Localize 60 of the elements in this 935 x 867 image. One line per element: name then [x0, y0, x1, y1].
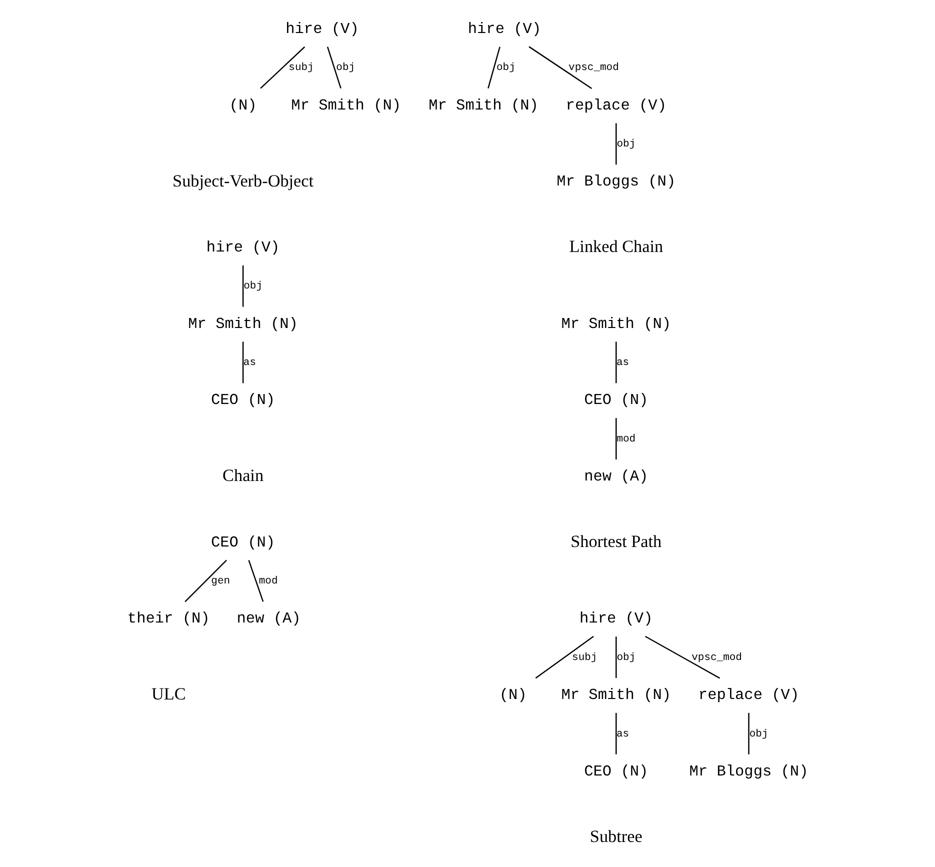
- edge-label: subj: [572, 652, 597, 664]
- edge-label: mod: [258, 576, 278, 588]
- edge-label: as: [616, 728, 629, 740]
- node-text: their (N): [126, 610, 210, 628]
- edge-label: obj: [496, 62, 515, 74]
- node-text: replace (V): [565, 96, 666, 114]
- edge-label: obj: [336, 62, 355, 74]
- node-text: Mr Smith (N): [560, 314, 671, 333]
- node-text: Mr Smith (N): [188, 314, 298, 333]
- connector: [528, 46, 592, 89]
- node-text: hire (V): [467, 20, 541, 38]
- connector: [326, 46, 341, 88]
- node-text: Mr Bloggs (N): [556, 172, 676, 191]
- connector: [748, 712, 749, 754]
- node-text: new (A): [584, 468, 648, 486]
- edge-label: mod: [616, 433, 636, 446]
- label: ULC: [150, 684, 186, 704]
- node-text: CEO (N): [584, 391, 648, 410]
- connector: [534, 636, 594, 679]
- edge-label: obj: [748, 728, 768, 740]
- edge-label: vpsc_mod: [691, 652, 742, 664]
- connector: [615, 712, 616, 754]
- node-text: CEO (N): [210, 533, 275, 552]
- connector: [260, 46, 305, 89]
- connector: [487, 46, 500, 88]
- label: Subject-Verb-Object: [172, 171, 314, 190]
- edge-label: obj: [243, 280, 262, 293]
- edge-label: as: [242, 357, 256, 370]
- connector: [644, 636, 720, 679]
- label: Shortest Path: [570, 532, 662, 551]
- connector: [615, 123, 616, 165]
- node-text: Mr Smith (N): [290, 96, 401, 114]
- node-text: CEO (N): [210, 391, 275, 410]
- connector: [242, 265, 244, 307]
- node-text: Mr Bloggs (N): [688, 762, 808, 780]
- connector: [615, 342, 616, 384]
- node-text: Mr Smith (N): [560, 686, 671, 704]
- node-text: Mr Smith (N): [428, 96, 538, 114]
- label: Subtree: [589, 826, 642, 846]
- connector: [242, 342, 244, 384]
- connector: [248, 560, 264, 602]
- label: Linked Chain: [568, 237, 663, 256]
- edge-label: as: [616, 357, 629, 370]
- connector: [615, 418, 616, 460]
- connector: [615, 636, 616, 678]
- label: Chain: [222, 466, 264, 486]
- connector: [184, 560, 226, 602]
- edge-label: vpsc_mod: [568, 62, 618, 74]
- edge-label: obj: [616, 138, 636, 151]
- node-text: hire (V): [206, 238, 280, 257]
- node-text: hire (V): [579, 610, 652, 628]
- node-text: CEO (N): [584, 762, 648, 780]
- edge-label: obj: [616, 652, 636, 664]
- node-text: hire (V): [285, 20, 358, 38]
- node-text: (N): [498, 686, 526, 704]
- edge-label: subj: [288, 62, 314, 74]
- edge-label: gen: [210, 576, 230, 588]
- node-text: replace (V): [698, 686, 799, 704]
- node-text: new (A): [236, 610, 300, 628]
- node-text: (N): [228, 96, 256, 114]
